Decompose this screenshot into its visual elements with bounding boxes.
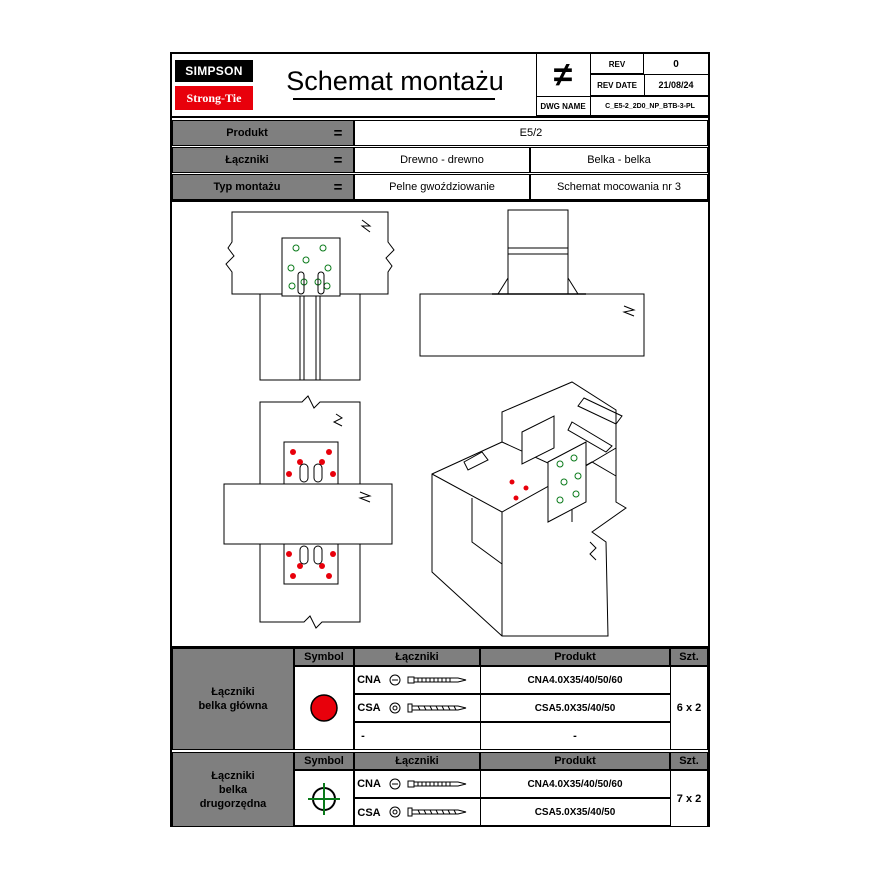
mount-value-1: Pelne gwoździowanie (354, 174, 530, 200)
table1-fastener-icons (389, 674, 467, 714)
dwg-label: DWG NAME (540, 101, 586, 111)
front-view (225, 211, 395, 381)
eq-sign: = (333, 178, 343, 196)
info-row-connectors-bg (172, 147, 354, 173)
table1-dash-product: - (573, 730, 577, 742)
red-dot-symbol (310, 694, 338, 722)
rev-date-label: REV DATE (597, 80, 637, 90)
top-view (223, 395, 393, 629)
eq-sign: = (333, 124, 343, 142)
drawing-sheet: SIMPSON Strong-Tie Schemat montażu ≠ REV… (170, 52, 710, 827)
table1-h-symbol: Symbol (294, 648, 354, 666)
table2-group-label: Łączniki belka drugorzędna (172, 752, 294, 827)
table1-symbol-cell (294, 666, 354, 750)
iso-view (431, 381, 627, 637)
mount-value-2: Schemat mocowania nr 3 (530, 174, 708, 200)
red-dots-top (286, 449, 336, 477)
info-row-product-bg (172, 120, 354, 146)
iso-green (556, 454, 582, 504)
table2-csa-name: CSA (357, 806, 381, 819)
table2-divider (480, 770, 481, 827)
table1-qty: 6 x 2 (670, 666, 708, 750)
table2-group-text: Łączniki belka drugorzędna (199, 769, 267, 810)
green-marks (287, 244, 332, 290)
screw-icon (389, 806, 467, 818)
table2-h-qty: Szt. (670, 752, 708, 770)
table1-h-qty: Szt. (670, 648, 708, 666)
table2-h-connectors: Łączniki (354, 752, 480, 770)
product-value: E5/2 (354, 120, 708, 146)
table2-qty: 7 x 2 (670, 770, 708, 827)
table2-cna-product: CNA4.0X35/40/50/60 (527, 778, 623, 790)
table2-cna-name: CNA (357, 778, 381, 790)
title-underline (293, 98, 495, 100)
rev-date-row (590, 74, 710, 96)
table2-symbol-cell (294, 770, 354, 827)
connectors-value-2: Belka - belka (530, 147, 708, 173)
rev-label-cell (590, 54, 644, 74)
logo-simpson: SIMPSON (175, 60, 253, 82)
drawings (223, 209, 645, 637)
red-dots-bottom (286, 551, 336, 579)
dwg-value: C_E5-2_2D0_NP_BTB-3-PL (605, 102, 695, 110)
info-row-mount-bg (172, 174, 354, 200)
eq-sign: = (333, 151, 343, 169)
product-label: Produkt (226, 127, 268, 139)
page-title: Schemat montażu (286, 65, 504, 96)
nail-icon (389, 778, 467, 790)
table1-h-connectors: Łączniki (354, 648, 480, 666)
nail-icon (389, 674, 467, 686)
logo: SIMPSON Strong-Tie (175, 60, 253, 110)
info-bottom-line (172, 200, 708, 202)
table1-divider (480, 666, 481, 750)
table1-group-label: Łączniki belka główna (172, 648, 294, 750)
table2-fastener-icons (389, 778, 467, 818)
table1-csa-name: CSA (357, 702, 381, 714)
crosshair-symbol (308, 783, 340, 815)
dwg-divider (536, 96, 710, 97)
table2-h-symbol: Symbol (294, 752, 354, 770)
iso-red (509, 479, 529, 501)
not-equal-symbol: ≠ (553, 55, 573, 94)
rev-date-value: 21/08/24 (658, 80, 694, 90)
rev-value: 0 (673, 58, 679, 70)
table1-cna-name: CNA (357, 674, 381, 686)
table1-cna-product: CNA4.0X35/40/50/60 (527, 674, 623, 686)
logo-strongtie: Strong-Tie (175, 86, 253, 110)
screw-icon (389, 702, 467, 714)
table1-h-product: Produkt (480, 648, 670, 666)
table2-h-product: Produkt (480, 752, 670, 770)
side-view (419, 209, 645, 357)
header-box (536, 54, 710, 116)
mount-label: Typ montażu (213, 181, 281, 193)
connectors-value-1: Drewno - drewno (354, 147, 530, 173)
dwg-divider-v (590, 96, 591, 116)
rev-date-divider (644, 74, 645, 96)
table2-csa-product: CSA5.0X35/40/50 (534, 807, 616, 818)
table1-topline (172, 646, 708, 648)
header-bottom-line (172, 116, 708, 118)
table1-csa-product: CSA5.0X35/40/50 (534, 702, 616, 714)
table1-group-text: Łączniki belka główna (198, 686, 268, 712)
table1-dash-name: - (361, 730, 365, 742)
rev-label: REV (608, 59, 626, 69)
connectors-label: Łączniki (225, 154, 269, 166)
